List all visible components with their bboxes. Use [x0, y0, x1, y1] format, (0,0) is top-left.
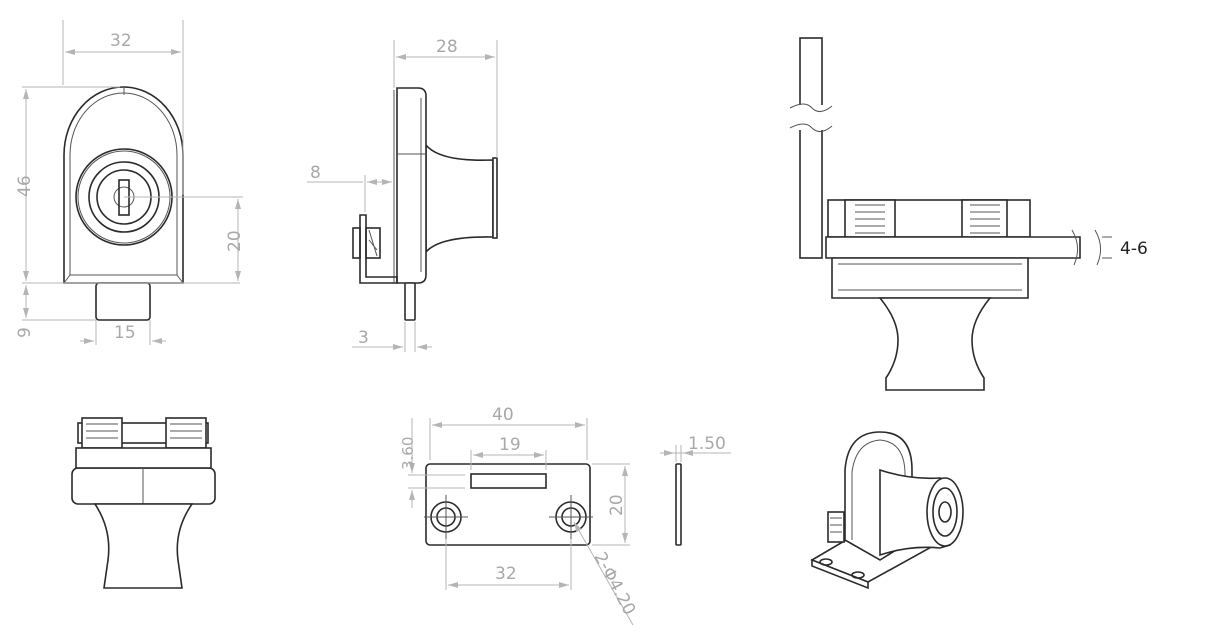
dim-holes: 2-Φ4.20	[590, 549, 640, 619]
side-view: 28 8 3	[307, 37, 498, 352]
dim-width: 32	[110, 31, 132, 51]
dim-bracket-gap: 8	[310, 163, 321, 183]
bottom-view	[71, 417, 216, 589]
dim-hole-spacing: 32	[495, 564, 517, 584]
installed-view: 4-6	[789, 37, 1148, 391]
dim-length: 40	[492, 405, 514, 425]
dim-thickness: 1.50	[688, 434, 726, 454]
dim-tongue-width: 15	[114, 323, 136, 343]
isometric-view	[810, 431, 964, 590]
dim-glass-thickness: 4-6	[1120, 239, 1148, 259]
dim-tongue-length: 9	[15, 327, 35, 338]
front-view: 32 46 20 9 15	[15, 20, 245, 345]
dim-pin-width: 3	[358, 328, 369, 348]
dim-depth: 28	[436, 37, 458, 57]
dim-height: 46	[15, 175, 35, 197]
dim-height: 20	[607, 494, 627, 516]
dim-slot-length: 19	[499, 435, 521, 455]
dim-slot-width: 3.60	[399, 437, 417, 470]
strike-plate-view: 40 19 3.60 20 32 2-Φ4.20 1.50	[399, 405, 731, 626]
dim-key-offset: 20	[225, 230, 245, 252]
